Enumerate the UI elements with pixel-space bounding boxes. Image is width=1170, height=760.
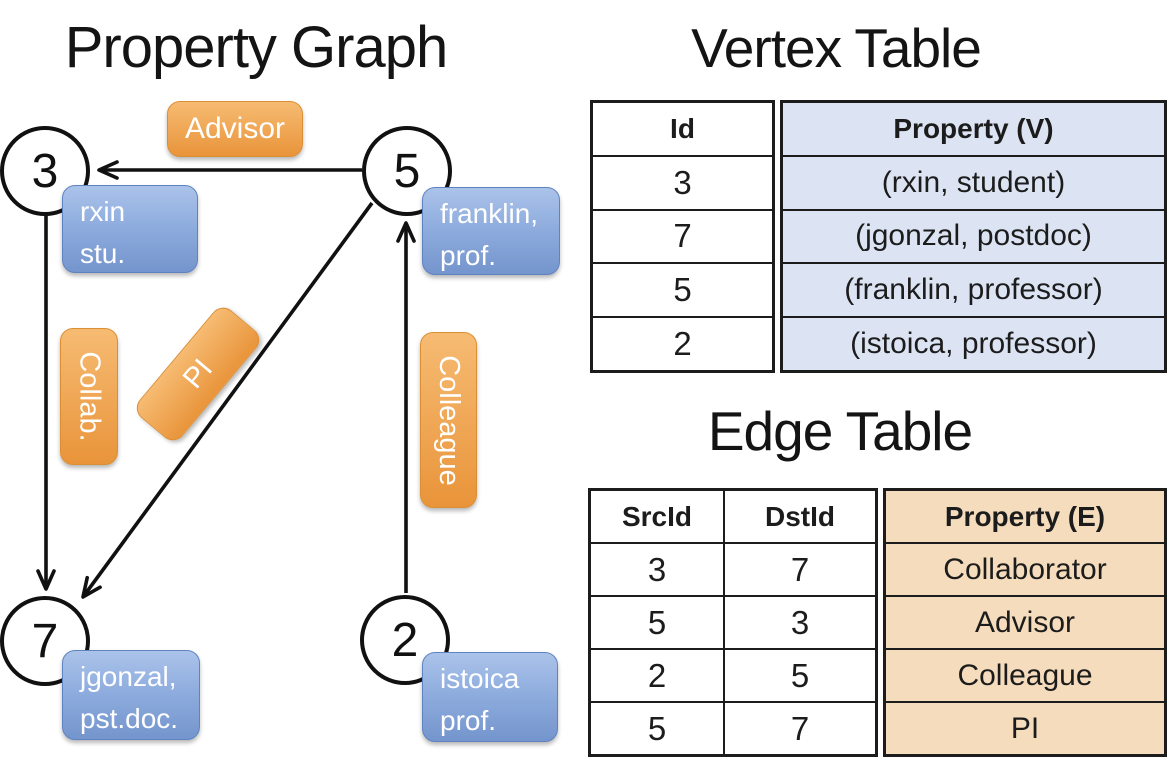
edge-label-advisor: Advisor — [167, 101, 303, 157]
node-7-id: 7 — [31, 614, 59, 668]
edge-table-dstid-cell: 7 — [790, 709, 810, 747]
graph-node-5: 5 — [362, 126, 452, 216]
vertex-table-id-cell: 2 — [593, 316, 772, 370]
graph-node-2: 2 — [360, 595, 450, 685]
vertex-property-box-franklin: franklin, prof. — [422, 187, 560, 275]
vertex-table-id-cell: 7 — [593, 208, 772, 263]
vertex-property-box-istoica: istoica prof. — [422, 652, 558, 742]
vertex-property-line: franklin, — [440, 198, 539, 229]
property-graph-title: Property Graph — [64, 15, 449, 80]
vertex-table-property-column: Property (V) (rxin, student) (jgonzal, p… — [780, 100, 1167, 373]
edge-table-srcid-cell: 3 — [591, 544, 725, 595]
vertex-property-line: rxin — [80, 196, 126, 227]
edge-table-row: 3 7 — [591, 542, 875, 595]
edge-table-title: Edge Table — [707, 400, 973, 462]
vertex-table-title: Vertex Table — [691, 17, 982, 79]
node-5-id: 5 — [393, 144, 421, 198]
vertex-table-property-header: Property (V) — [783, 103, 1164, 155]
vertex-table-id-column: Id 3 7 5 2 — [590, 100, 775, 373]
edge-table-dstid-cell: 3 — [790, 603, 810, 641]
edge-pi-arrow — [81, 201, 374, 599]
node-2-id: 2 — [391, 613, 419, 667]
edge-table-property-cell: PI — [886, 701, 1164, 754]
edge-label-text: PI — [176, 352, 219, 395]
edge-table-property-cell: Colleague — [886, 648, 1164, 701]
edge-table-header-row: SrcId DstId — [591, 491, 875, 542]
edge-table-row: 5 7 — [591, 701, 875, 754]
edge-table-property-cell: Advisor — [886, 595, 1164, 648]
vertex-property-line: istoica — [440, 663, 520, 694]
vertex-table-id-cell: 5 — [593, 262, 772, 316]
edge-label-colleague: Colleague — [420, 332, 477, 508]
vertex-table-property-cell: (istoica, professor) — [783, 316, 1164, 370]
node-3-id: 3 — [31, 144, 59, 198]
graph-edges-layer — [36, 160, 416, 599]
vertex-property-box-jgonzal: jgonzal, pst.doc. — [62, 650, 200, 740]
vertex-property-line: prof. — [440, 240, 497, 271]
edge-table-srcid-cell: 2 — [591, 650, 725, 701]
vertex-property-line: prof. — [440, 705, 497, 736]
vertex-property-line: stu. — [80, 238, 126, 269]
vertex-table-id-header: Id — [670, 112, 695, 144]
edge-table-dstid-cell: 5 — [790, 656, 810, 694]
edge-table-srcid-header: SrcId — [591, 491, 725, 542]
edge-table-property-column: Property (E) Collaborator Advisor Collea… — [883, 488, 1167, 757]
vertex-property-box-rxin: rxin stu. — [62, 185, 198, 273]
edge-table-property-header: Property (E) — [886, 491, 1164, 542]
vertex-property-line: jgonzal, — [80, 661, 177, 692]
edge-table-srcid-cell: 5 — [591, 597, 725, 648]
vertex-table-id-cell: 3 — [593, 154, 772, 209]
edge-label-text: Colleague — [433, 354, 466, 486]
edge-table-id-columns: SrcId DstId 3 7 5 3 2 5 5 7 — [588, 488, 878, 757]
edge-table-srcid-cell: 5 — [591, 703, 725, 754]
edge-table-row: 2 5 — [591, 648, 875, 701]
edge-table-dstid-cell: 7 — [790, 550, 810, 588]
edge-label-text: Collab. — [73, 351, 106, 442]
edge-table-property-cell: Collaborator — [886, 542, 1164, 595]
edge-label-text: Advisor — [184, 112, 286, 145]
vertex-table-property-cell: (franklin, professor) — [783, 262, 1164, 317]
edge-label-collab: Collab. — [60, 328, 118, 465]
edge-table-row: 5 3 — [591, 595, 875, 648]
vertex-table-property-cell: (jgonzal, postdoc) — [783, 208, 1164, 263]
vertex-table-property-cell: (rxin, student) — [783, 154, 1164, 209]
edge-table-dstid-header: DstId — [765, 500, 835, 532]
vertex-property-line: pst.doc. — [80, 703, 179, 734]
